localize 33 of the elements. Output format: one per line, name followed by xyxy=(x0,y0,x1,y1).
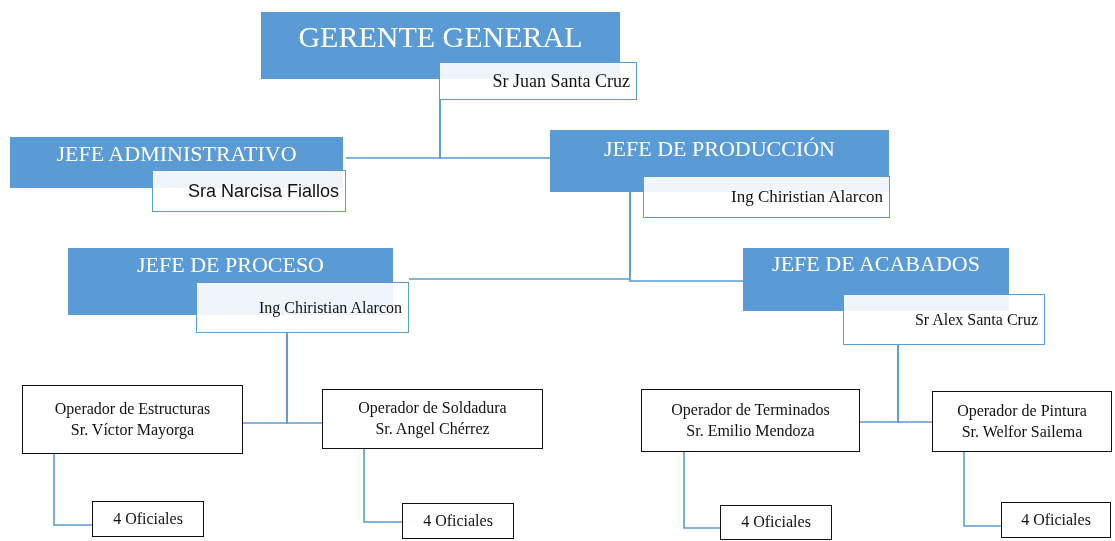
position-box xyxy=(322,389,543,449)
name-box: Sr Alex Santa Cruz xyxy=(843,294,1045,345)
position-text: Sr. Welfor Sailema xyxy=(961,421,1083,442)
position-text: Operador de Terminados xyxy=(671,399,830,421)
connector-line xyxy=(286,332,323,424)
connector-line xyxy=(897,344,933,423)
connector-line xyxy=(629,191,744,282)
connector-line xyxy=(963,451,1002,527)
position-text: Sr. Angel Chérrez xyxy=(375,419,490,440)
position-text: 4 Oficiales xyxy=(423,510,493,531)
position-text: Operador de Soldadura xyxy=(358,398,507,419)
connector-line xyxy=(53,453,93,526)
connector-line xyxy=(683,451,721,529)
connector-line xyxy=(363,448,403,523)
position-box xyxy=(402,503,514,539)
position-text: Operador de Pintura xyxy=(957,400,1087,422)
position-box xyxy=(720,505,832,540)
position-box xyxy=(22,385,243,454)
position-text: Sr. Emilio Mendoza xyxy=(686,420,815,441)
name-box: Ing Chiristian Alarcon xyxy=(643,176,890,218)
position-box xyxy=(932,391,1112,452)
position-text: 4 Oficiales xyxy=(741,512,811,533)
position-text: Sr. Víctor Mayorga xyxy=(70,419,195,441)
position-box xyxy=(92,501,204,537)
position-box xyxy=(1001,502,1111,538)
connector-line xyxy=(439,99,551,159)
name-box: Sr Juan Santa Cruz xyxy=(439,62,637,100)
name-box: Ing Chiristian Alarcon xyxy=(196,282,409,333)
position-text: Operador de Estructuras xyxy=(54,398,211,420)
name-box: Sra Narcisa Fiallos xyxy=(152,170,346,212)
position-text: 4 Oficiales xyxy=(1021,509,1091,530)
position-text: 4 Oficiales xyxy=(113,508,183,529)
position-box xyxy=(641,389,860,452)
